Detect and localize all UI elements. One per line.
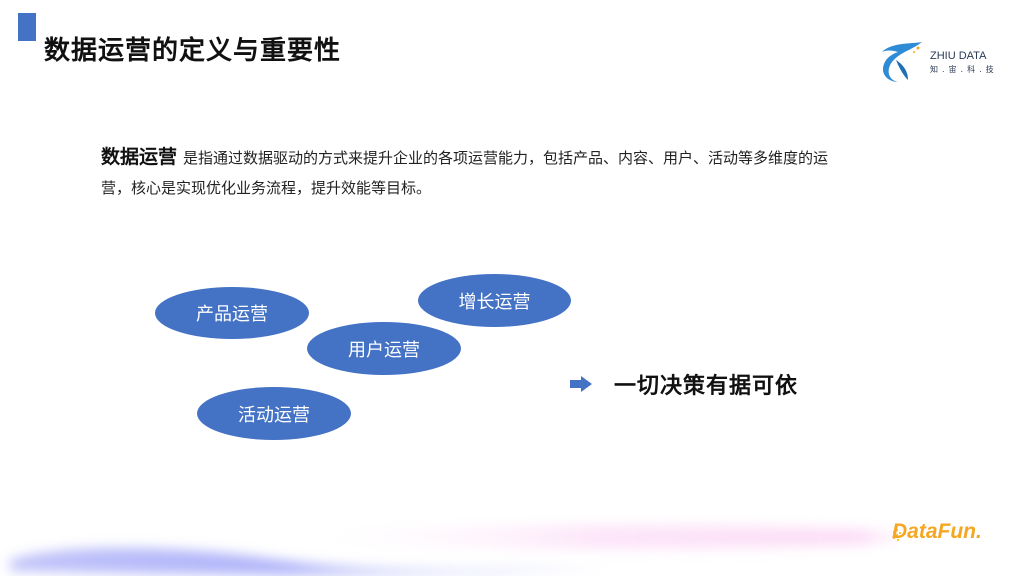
intro-keyword: 数据运营 [101,146,178,168]
ellipse-product-ops: 产品运营 [155,287,309,339]
ellipse-label: 用户运营 [348,339,420,361]
ellipse-label: 活动运营 [238,404,310,426]
decorative-wave [10,525,900,576]
datafun-dots-icon [893,529,901,541]
ellipse-activity-ops: 活动运营 [197,387,351,440]
title-accent-bar [18,13,36,41]
zhiu-data-logo: ZHIU DATA 知.宙.科.技 [878,38,994,86]
ellipse-user-ops: 用户运营 [307,322,461,375]
page-title: 数据运营的定义与重要性 [44,36,342,66]
datafun-logo: DataFun. [892,520,982,543]
ellipse-label: 增长运营 [458,291,531,313]
intro-paragraph: 数据运营是指通过数据驱动的方式来提升企业的各项运营能力，包括产品、内容、用户、活… [101,142,841,203]
intro-text: 是指通过数据驱动的方式来提升企业的各项运营能力，包括产品、内容、用户、活动等多维… [101,149,829,197]
zhiu-logo-icon [882,42,922,82]
conclusion: 一切决策有据可依 [570,368,798,400]
arrow-right-icon [570,376,592,392]
ellipse-label: 产品运营 [196,304,268,325]
ellipse-growth-ops: 增长运营 [418,274,571,327]
logo-name: ZHIU DATA [930,50,987,62]
conclusion-text: 一切决策有据可依 [614,374,799,399]
logo-subtitle: 知.宙.科.技 [930,65,998,74]
